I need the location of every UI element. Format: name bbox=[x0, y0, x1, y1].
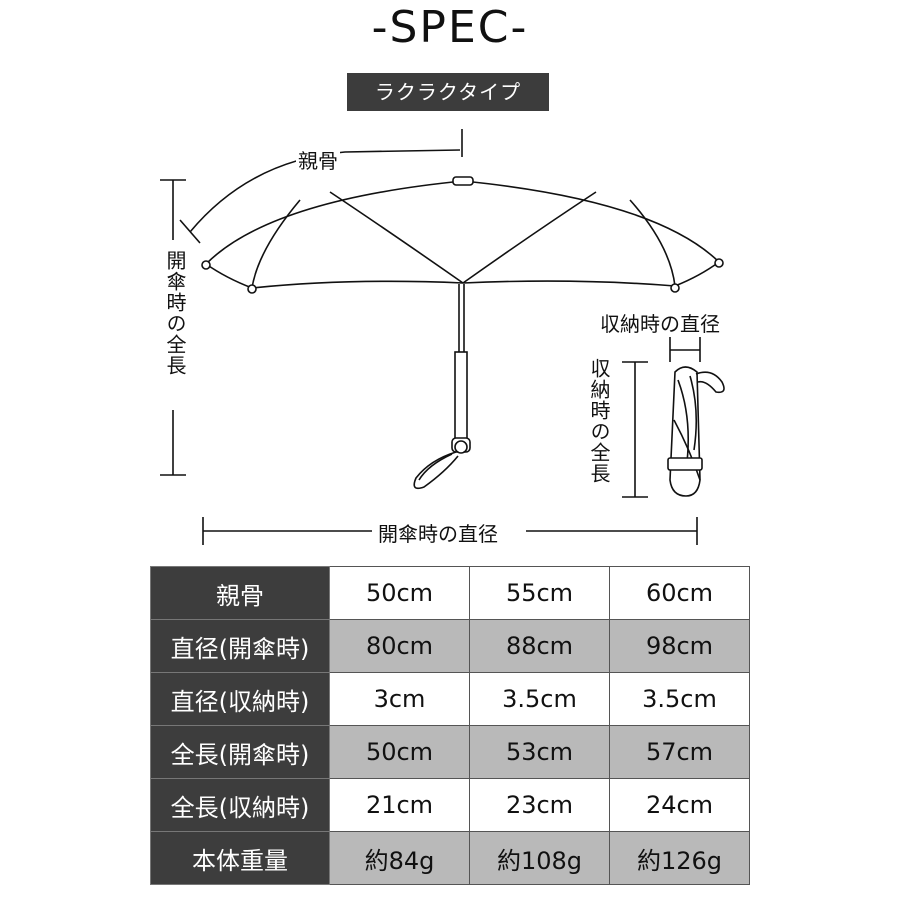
table-cell: 3.5cm bbox=[469, 672, 610, 726]
table-row: 親骨 50cm 55cm 60cm bbox=[150, 566, 750, 620]
table-cell: 60cm bbox=[609, 566, 750, 620]
row-header: 本体重量 bbox=[150, 831, 330, 885]
table-cell: 21cm bbox=[329, 778, 470, 832]
table-cell: 53cm bbox=[469, 725, 610, 779]
table-cell: 50cm bbox=[329, 566, 470, 620]
open-umbrella-icon bbox=[201, 176, 724, 490]
type-badge: ラクラクタイプ bbox=[347, 73, 549, 111]
rib-label: 親骨 bbox=[296, 145, 340, 174]
table-row: 全長(開傘時) 50cm 53cm 57cm bbox=[150, 725, 750, 779]
table-cell: 3cm bbox=[329, 672, 470, 726]
table-row: 全長(収納時) 21cm 23cm 24cm bbox=[150, 778, 750, 832]
row-header: 全長(収納時) bbox=[150, 778, 330, 832]
table-cell: 98cm bbox=[609, 619, 750, 673]
table-cell: 57cm bbox=[609, 725, 750, 779]
open-length-label: 開傘時の全長 bbox=[161, 248, 190, 378]
table-cell: 24cm bbox=[609, 778, 750, 832]
table-cell: 55cm bbox=[469, 566, 610, 620]
row-header: 全長(開傘時) bbox=[150, 725, 330, 779]
table-cell: 約108g bbox=[469, 831, 610, 885]
table-cell: 80cm bbox=[329, 619, 470, 673]
table-cell: 50cm bbox=[329, 725, 470, 779]
table-row: 本体重量 約84g 約108g 約126g bbox=[150, 831, 750, 885]
table-row: 直径(開傘時) 80cm 88cm 98cm bbox=[150, 619, 750, 673]
row-header: 直径(収納時) bbox=[150, 672, 330, 726]
table-cell: 23cm bbox=[469, 778, 610, 832]
row-header: 親骨 bbox=[150, 566, 330, 620]
closed-length-label: 収納時の全長 bbox=[585, 356, 614, 486]
table-cell: 3.5cm bbox=[609, 672, 750, 726]
open-diameter-label: 開傘時の直径 bbox=[376, 518, 500, 547]
umbrella-diagram bbox=[160, 129, 725, 545]
table-cell: 88cm bbox=[469, 619, 610, 673]
page-title: -SPEC- bbox=[371, 2, 529, 53]
closed-umbrella-icon bbox=[622, 336, 725, 498]
closed-diameter-label: 収納時の直径 bbox=[600, 308, 720, 337]
spec-table: 親骨 50cm 55cm 60cm 直径(開傘時) 80cm 88cm 98cm… bbox=[150, 566, 750, 885]
table-row: 直径(収納時) 3cm 3.5cm 3.5cm bbox=[150, 672, 750, 726]
table-cell: 約126g bbox=[609, 831, 750, 885]
table-cell: 約84g bbox=[329, 831, 470, 885]
row-header: 直径(開傘時) bbox=[150, 619, 330, 673]
